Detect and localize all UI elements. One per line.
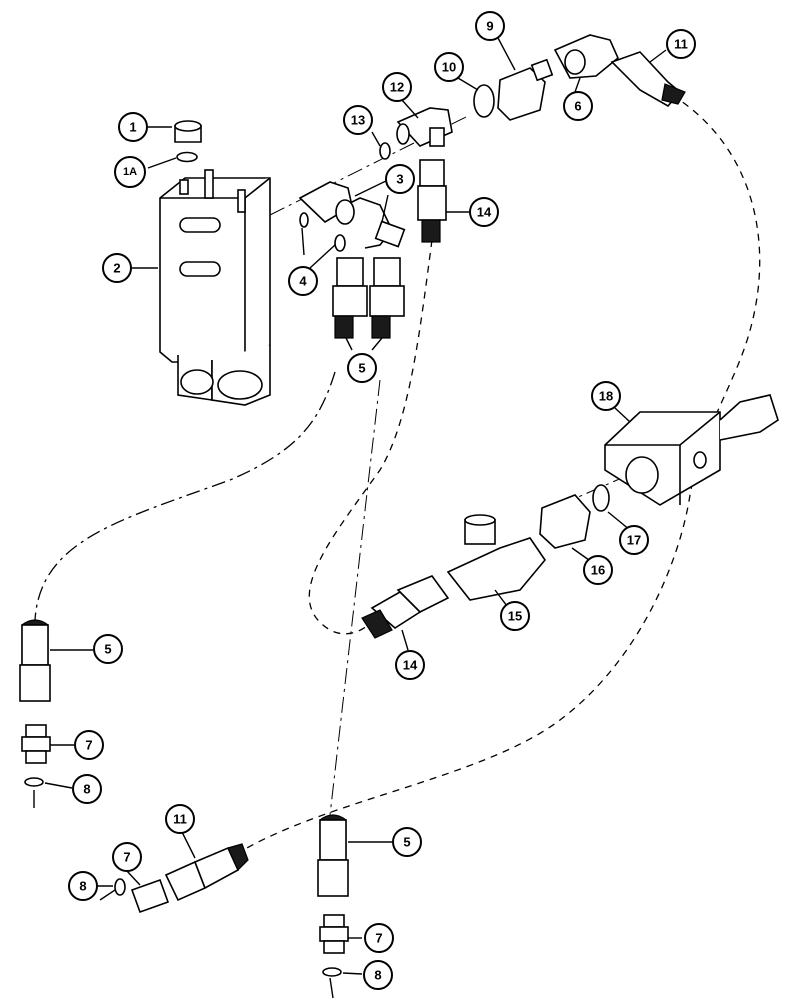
svg-text:2: 2 xyxy=(113,261,120,276)
o-ring-17 xyxy=(592,484,610,512)
o-ring-4 xyxy=(334,234,346,252)
tee-fitting-15 xyxy=(446,514,547,601)
svg-text:1A: 1A xyxy=(123,166,137,178)
hose-end-11-top xyxy=(610,51,686,108)
svg-text:7: 7 xyxy=(123,850,130,865)
svg-text:5: 5 xyxy=(104,642,111,657)
svg-text:5: 5 xyxy=(358,361,365,376)
svg-text:18: 18 xyxy=(599,389,613,404)
callout-10: 10 xyxy=(434,52,464,82)
callout-4: 4 xyxy=(288,266,318,296)
valve-block xyxy=(159,169,271,406)
callout-2: 2 xyxy=(102,253,132,283)
hose-route-5-left xyxy=(34,371,336,621)
svg-text:4: 4 xyxy=(299,274,307,289)
callout-3: 3 xyxy=(385,164,415,194)
svg-text:8: 8 xyxy=(374,968,381,983)
plug xyxy=(174,120,202,143)
callout-5-left: 5 xyxy=(93,634,123,664)
callout-13: 13 xyxy=(343,105,373,135)
svg-text:12: 12 xyxy=(390,80,404,95)
callout-17: 17 xyxy=(619,525,649,555)
svg-text:1: 1 xyxy=(129,120,136,135)
callout-7-lower: 7 xyxy=(112,842,142,872)
callout-9: 9 xyxy=(475,11,505,41)
callout-14-top: 14 xyxy=(469,197,499,227)
o-ring-8-bottom xyxy=(322,967,342,977)
hose-end-5-bottom xyxy=(317,814,349,897)
oring-8-bottom-tail xyxy=(329,977,334,999)
callouts: 1 1A 2 3 4 5 5 5 6 7 7 7 8 8 8 9 10 11 1… xyxy=(68,11,696,990)
callout-11-top: 11 xyxy=(666,29,696,59)
svg-text:11: 11 xyxy=(674,37,688,52)
callout-7-bottom: 7 xyxy=(364,923,394,953)
svg-text:15: 15 xyxy=(508,609,522,624)
svg-text:3: 3 xyxy=(396,172,403,187)
adapter-7-left xyxy=(21,724,51,764)
callout-8-lower: 8 xyxy=(68,871,98,901)
svg-text:5: 5 xyxy=(403,835,410,850)
o-ring-8-left xyxy=(24,777,44,787)
callout-1: 1 xyxy=(118,112,148,142)
callout-6: 6 xyxy=(563,91,593,121)
callout-7-left: 7 xyxy=(74,730,104,760)
callout-11-lower: 11 xyxy=(165,804,195,834)
callout-12: 12 xyxy=(382,72,412,102)
svg-text:14: 14 xyxy=(403,658,418,673)
svg-text:16: 16 xyxy=(591,563,605,578)
o-ring-1a xyxy=(176,151,198,163)
hose-end-5-left xyxy=(19,619,51,702)
adapter-9 xyxy=(497,58,554,121)
adapter-16 xyxy=(539,494,591,549)
hose-route-11 xyxy=(229,94,761,859)
callout-18: 18 xyxy=(591,381,621,411)
svg-text:13: 13 xyxy=(351,113,365,128)
hose-end-11-lower xyxy=(164,843,249,902)
svg-text:7: 7 xyxy=(375,931,382,946)
svg-text:7: 7 xyxy=(85,738,92,753)
callout-5-top: 5 xyxy=(347,353,377,383)
manifold-block-18 xyxy=(604,394,779,506)
svg-text:10: 10 xyxy=(442,60,456,75)
callout-1a: 1A xyxy=(114,156,146,188)
callout-5-bottom: 5 xyxy=(392,827,422,857)
elbow-fittings-3 xyxy=(298,181,406,249)
svg-text:8: 8 xyxy=(79,879,86,894)
hose-route-5-center xyxy=(329,379,381,816)
hose-route-14 xyxy=(308,239,433,635)
callout-8-left: 8 xyxy=(72,774,102,804)
callout-14-lower: 14 xyxy=(395,650,425,680)
adapter-7-lower xyxy=(130,878,170,914)
hose-end-14-lower xyxy=(361,575,450,639)
hose-end-14-top xyxy=(417,159,447,243)
hose-ends-5-top xyxy=(332,257,405,339)
o-ring-10 xyxy=(473,84,495,118)
svg-text:11: 11 xyxy=(173,812,187,827)
callout-16: 16 xyxy=(583,555,613,585)
svg-text:9: 9 xyxy=(486,19,493,34)
svg-text:14: 14 xyxy=(477,205,492,220)
tee-fitting-12 xyxy=(396,107,453,147)
elbow-6 xyxy=(553,34,619,79)
svg-text:8: 8 xyxy=(83,782,90,797)
callout-15: 15 xyxy=(500,601,530,631)
callout-8-bottom: 8 xyxy=(363,960,393,990)
o-ring-4b xyxy=(299,212,309,228)
o-ring-13 xyxy=(379,142,391,160)
o-ring-8-lower xyxy=(114,878,126,896)
adapter-7-bottom xyxy=(319,914,349,954)
svg-text:6: 6 xyxy=(574,99,581,114)
svg-text:17: 17 xyxy=(627,533,641,548)
